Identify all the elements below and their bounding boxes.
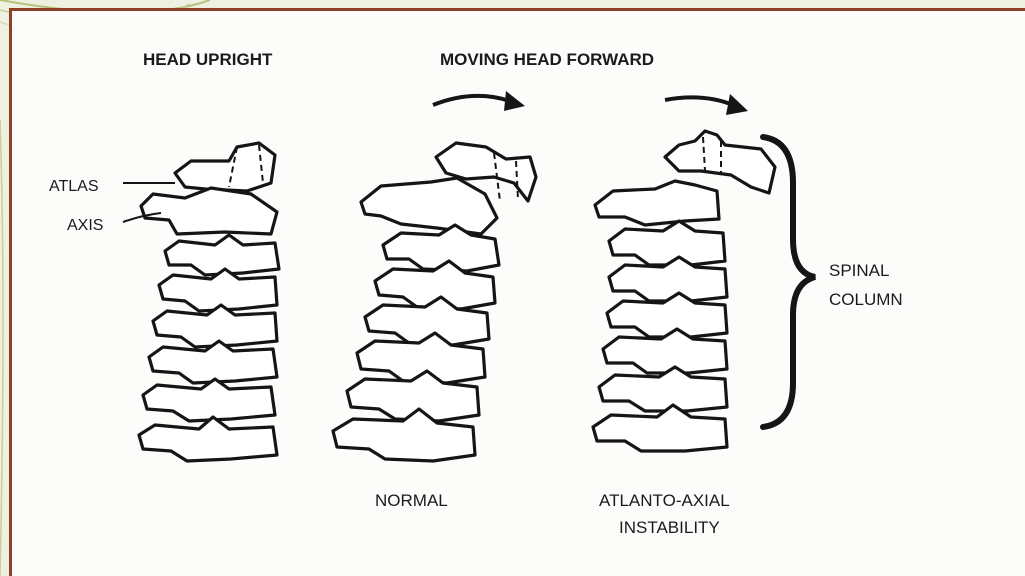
spine-normal <box>333 143 536 461</box>
axis-vertebra <box>595 181 719 225</box>
label-normal: NORMAL <box>375 491 448 510</box>
label-instability: INSTABILITY <box>619 518 720 537</box>
cervical-vertebrae <box>333 225 499 461</box>
label-axis: AXIS <box>67 217 103 234</box>
spine-head-upright <box>139 143 279 461</box>
heading-head-upright: HEAD UPRIGHT <box>143 50 273 69</box>
label-spinal: SPINAL <box>829 261 889 280</box>
diagram-panel: HEAD UPRIGHT MOVING HEAD FORWARD <box>9 8 1025 576</box>
cervical-vertebrae <box>139 235 279 461</box>
spine-atlanto-axial-instability <box>593 131 775 451</box>
axis-vertebra <box>361 178 497 234</box>
atlas-vertebra <box>175 143 275 191</box>
cervical-vertebrae <box>593 221 727 451</box>
label-atlanto-axial: ATLANTO-AXIAL <box>599 491 730 510</box>
cervical-spine-diagram: HEAD UPRIGHT MOVING HEAD FORWARD <box>12 11 1025 576</box>
label-column: COLUMN <box>829 290 903 309</box>
curved-arrow-right-icon <box>665 94 748 115</box>
heading-moving-head-forward: MOVING HEAD FORWARD <box>440 50 654 69</box>
curved-arrow-right-icon <box>433 91 525 111</box>
axis-vertebra <box>141 188 277 234</box>
label-atlas: ATLAS <box>49 178 99 195</box>
